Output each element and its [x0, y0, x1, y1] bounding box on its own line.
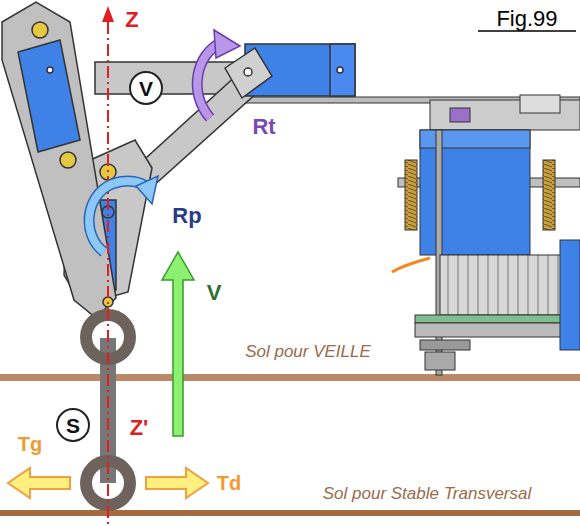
axis-label: Z' — [130, 416, 149, 440]
z-axis — [107, 22, 109, 526]
wire — [392, 258, 430, 272]
thigh-plate — [2, 2, 116, 318]
ground-label: Sol pour Stable Transversal — [323, 485, 532, 504]
callout-circle: V — [129, 71, 163, 105]
rt-rotation-arrow — [197, 30, 240, 118]
figure-number: Fig.99 — [496, 7, 557, 31]
ground-stable — [0, 510, 580, 516]
electronics-stack — [240, 95, 580, 375]
ground-label: Sol pour VEILLE — [245, 343, 371, 362]
callout-circle: S — [56, 408, 90, 442]
rp-rotation-arrow — [89, 176, 158, 252]
axis-label: Z — [125, 8, 138, 32]
shank — [86, 315, 130, 505]
force-label: V — [207, 281, 222, 305]
callout-letter: S — [66, 415, 80, 436]
rotation-label: Rt — [252, 115, 275, 139]
callout-letter: V — [139, 78, 153, 99]
rotation-label: Rp — [172, 204, 201, 228]
z-arrowhead — [102, 6, 114, 22]
force-label: Tg — [18, 433, 42, 455]
td-arrow — [146, 468, 208, 498]
ground-veille — [0, 374, 580, 381]
tg-arrow — [8, 468, 70, 498]
force-label: Td — [217, 472, 241, 494]
v-arrow — [162, 252, 194, 436]
